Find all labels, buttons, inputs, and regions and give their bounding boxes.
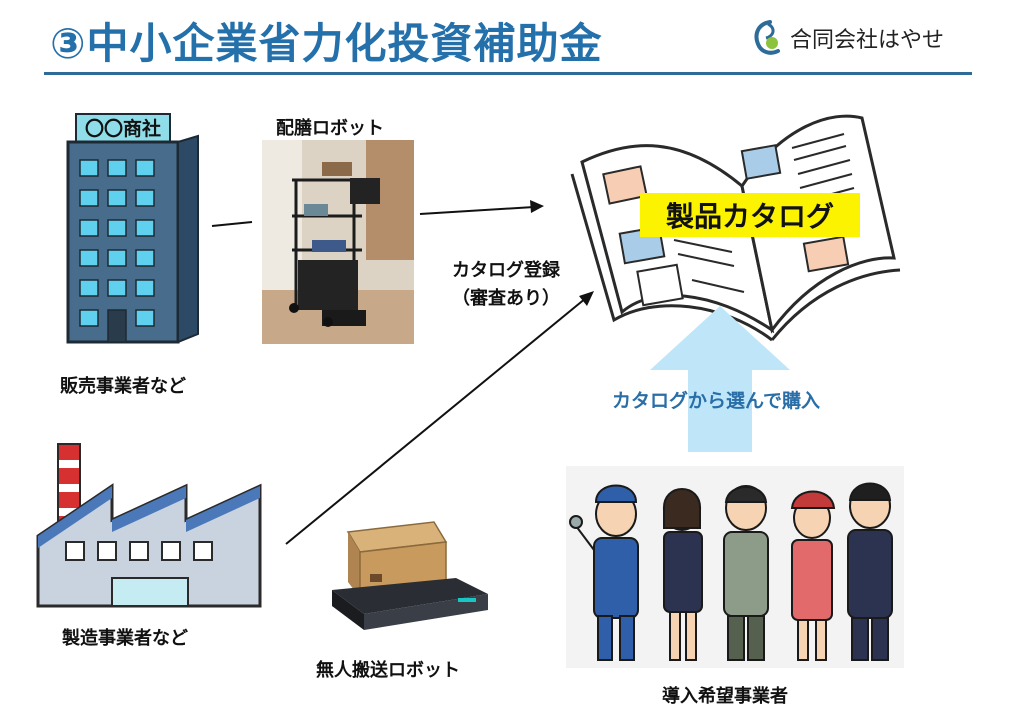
catalog-registration-label: カタログ登録 bbox=[452, 260, 560, 281]
transport-robot-label: 無人搬送ロボット bbox=[316, 660, 460, 681]
seller-label: 販売事業者など bbox=[60, 376, 186, 397]
header-divider bbox=[44, 72, 972, 75]
transport-robot-photo bbox=[332, 521, 488, 630]
adopting-businesses-people-icon bbox=[566, 466, 904, 668]
purchase-from-catalog-label: カタログから選んで購入 bbox=[612, 390, 821, 412]
product-catalog-banner: 製品カタログ bbox=[640, 193, 860, 237]
serving-robot-label: 配膳ロボット bbox=[276, 118, 384, 139]
company-name: 合同会社はやせ bbox=[790, 28, 945, 53]
office-building-icon bbox=[66, 113, 199, 344]
company-logo: 合同会社はやせ bbox=[752, 18, 944, 58]
building-sign: 〇〇商社 bbox=[84, 118, 161, 140]
purchase-up-arrow-icon bbox=[650, 306, 790, 452]
review-note-label: （審査あり） bbox=[452, 288, 560, 309]
adopting-businesses-label: 導入希望事業者 bbox=[662, 686, 788, 707]
serving-robot-photo bbox=[262, 140, 414, 344]
leaf-logo-icon bbox=[754, 20, 780, 55]
manufacturer-label: 製造事業者など bbox=[62, 628, 188, 649]
page-title: ③中小企業省力化投資補助金 bbox=[50, 19, 603, 68]
factory-icon bbox=[36, 443, 262, 608]
